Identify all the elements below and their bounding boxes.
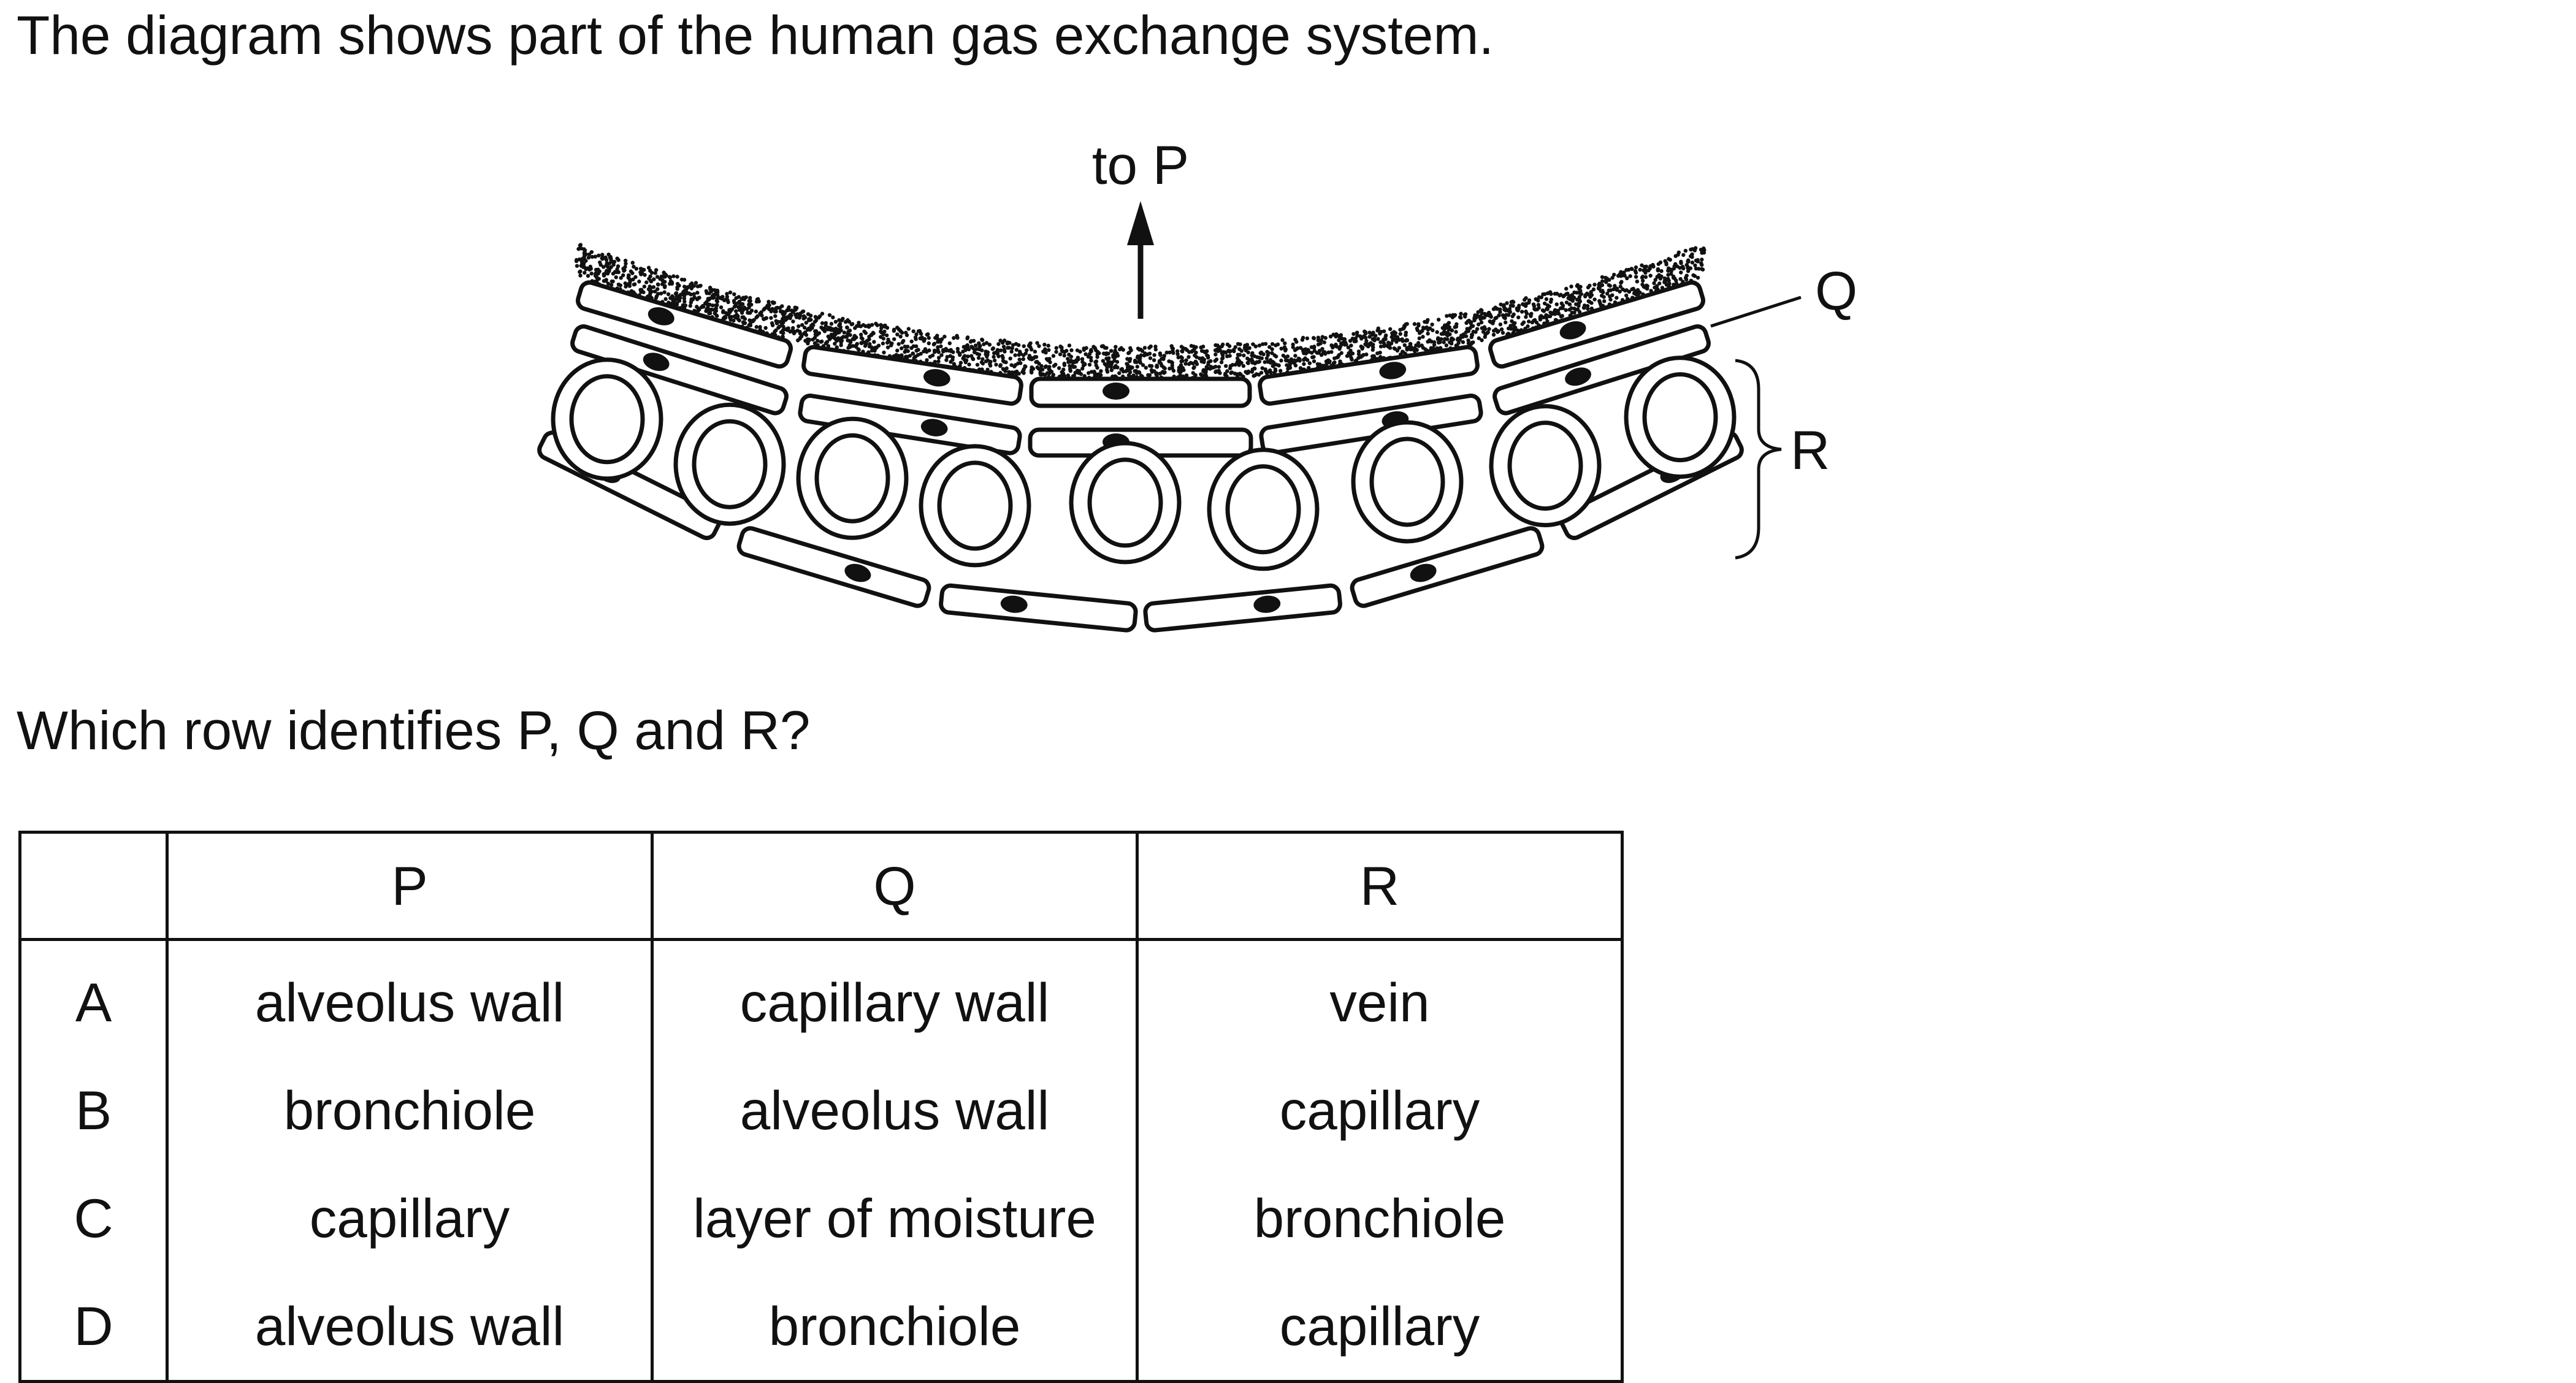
red-blood-cell <box>1069 441 1182 565</box>
red-blood-cell <box>551 357 663 481</box>
alveolus-wall-cell <box>1488 280 1705 369</box>
cell-nucleus <box>1103 383 1129 400</box>
intro-text: The diagram shows part of the human gas … <box>17 4 1494 66</box>
cell-p: capillary <box>167 1164 654 1272</box>
cell-nucleus <box>1000 595 1028 613</box>
red-blood-cell <box>919 444 1031 568</box>
capillary-wall-cell <box>570 324 789 416</box>
gas-exchange-diagram: to P Q R <box>537 134 1857 633</box>
cell-nucleus <box>844 563 871 582</box>
red-blood-cell <box>673 402 786 526</box>
cell-r: capillary <box>1279 1079 1480 1141</box>
moisture-layer <box>574 243 1707 382</box>
cell-r: vein <box>1329 971 1430 1033</box>
cell-nucleus <box>1253 595 1281 613</box>
table-row: C capillary layer of moisture bronchiole <box>20 1164 1622 1272</box>
red-blood-cell <box>796 416 909 540</box>
arrow-to-p <box>1127 201 1154 319</box>
red-blood-cell <box>1624 356 1737 479</box>
cell-p: bronchiole <box>167 1056 654 1164</box>
row-label: D <box>20 1272 169 1382</box>
capillary-wall-cell <box>1492 324 1711 416</box>
cell-q: bronchiole <box>652 1272 1139 1382</box>
alveolus-wall-cell <box>576 280 793 369</box>
cell-q: layer of moisture <box>652 1164 1139 1272</box>
cell-layers <box>537 280 1744 633</box>
label-q: Q <box>1815 260 1857 321</box>
capillary-wall-cell <box>939 583 1138 633</box>
table-row: A alveolus wall capillary wall vein <box>20 939 1622 1056</box>
label-r-brace <box>1735 359 1782 560</box>
label-r: R <box>1791 419 1830 481</box>
cell-p: alveolus wall <box>167 1272 654 1382</box>
capillary-wall-cell <box>1350 526 1545 608</box>
cell-nucleus <box>1565 367 1591 386</box>
row-label: C <box>20 1164 169 1272</box>
cell-nucleus <box>920 419 948 436</box>
capillary-wall-cell <box>1143 583 1342 633</box>
table-row: D alveolus wall bronchiole capillary <box>20 1272 1622 1382</box>
alveolus-wall-cell <box>801 345 1023 406</box>
red-blood-cell <box>1207 448 1320 571</box>
cell-nucleus <box>648 307 675 326</box>
capillary-wall-cell <box>736 526 931 608</box>
table-row: B bronchiole alveolus wall capillary <box>20 1056 1622 1164</box>
capillary-wall-cell <box>798 394 1022 455</box>
label-q-leader <box>1710 295 1802 328</box>
row-label: A <box>20 939 169 1056</box>
cell-nucleus <box>1379 362 1407 379</box>
cell-r: bronchiole <box>1253 1187 1506 1249</box>
red-blood-cells <box>551 356 1737 571</box>
header-q: Q <box>652 832 1139 941</box>
cell-nucleus <box>1559 321 1586 340</box>
alveolus-wall-cell <box>1258 345 1480 406</box>
cell-nucleus <box>1410 563 1437 582</box>
red-blood-cell <box>1489 404 1602 528</box>
red-blood-cell <box>1351 420 1464 544</box>
row-label: B <box>20 1056 169 1164</box>
arrow-label: to P <box>1092 134 1189 196</box>
cell-q: alveolus wall <box>652 1056 1139 1164</box>
alveolus-wall-cell <box>1029 376 1252 408</box>
table-header-row: P Q R <box>20 832 1622 941</box>
cell-q: capillary wall <box>652 939 1139 1056</box>
question-text: Which row identifies P, Q and R? <box>17 699 811 761</box>
cell-nucleus <box>923 369 950 387</box>
cell-p: alveolus wall <box>167 939 654 1056</box>
cell-nucleus <box>643 352 670 371</box>
header-r: R <box>1137 832 1622 941</box>
header-p: P <box>167 832 654 941</box>
cell-r: capillary <box>1279 1295 1480 1357</box>
header-blank <box>20 832 169 941</box>
answer-table: P Q R A alveolus wall capillary wall vei… <box>18 831 1624 1383</box>
